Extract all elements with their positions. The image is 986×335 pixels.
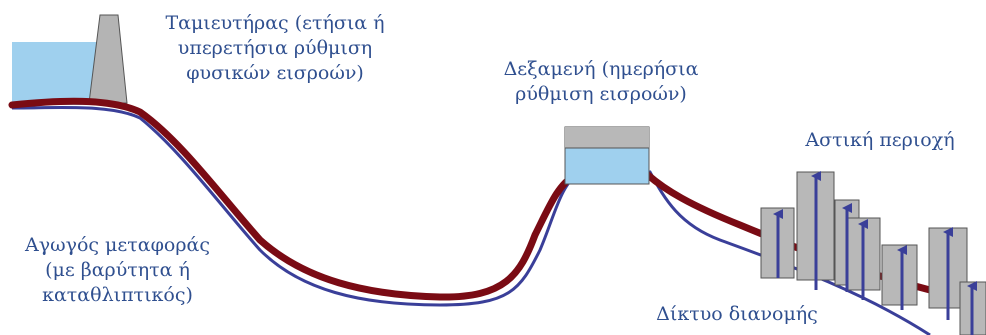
conduit-line-main [8, 97, 934, 301]
urban-label-line-1: Αστική περιοχή [805, 129, 955, 151]
conduit-label-line-1: Αγωγός μεταφοράς [25, 234, 210, 256]
urban-buildings [760, 171, 986, 335]
reservoir-label-line-1: Ταμιευτήρας (ετήσια ή [165, 12, 385, 34]
conduit-label-line-2: (με βαρύτητα ή [45, 259, 190, 281]
reservoir-label-line-2: υπερετήσια ρύθμιση [177, 37, 373, 59]
dam-icon [88, 14, 128, 104]
conduit-label-line-3: καταθλιπτικός) [42, 284, 193, 306]
network-label: Δίκτυο διανομής [632, 302, 842, 327]
tank-label-line-2: ρύθμιση εισροών) [515, 83, 687, 105]
conduit-label: Αγωγός μεταφοράς (με βαρύτητα ή καταθλιπ… [0, 233, 235, 308]
building-icon [881, 244, 918, 306]
tank-icon [564, 126, 650, 185]
tank-label: Δεξαμενή (ημερήσια ρύθμιση εισροών) [466, 57, 736, 107]
reservoir-label: Ταμιευτήρας (ετήσια ή υπερετήσια ρύθμιση… [140, 11, 410, 86]
urban-label: Αστική περιοχή [780, 128, 980, 153]
network-label-line-1: Δίκτυο διανομής [656, 303, 818, 325]
conduit-line-thin [11, 105, 931, 335]
reservoir-label-line-3: φυσικών εισροών) [186, 62, 364, 84]
reservoir-water [12, 42, 100, 105]
tank-label-line-1: Δεξαμενή (ημερήσια [503, 58, 699, 80]
